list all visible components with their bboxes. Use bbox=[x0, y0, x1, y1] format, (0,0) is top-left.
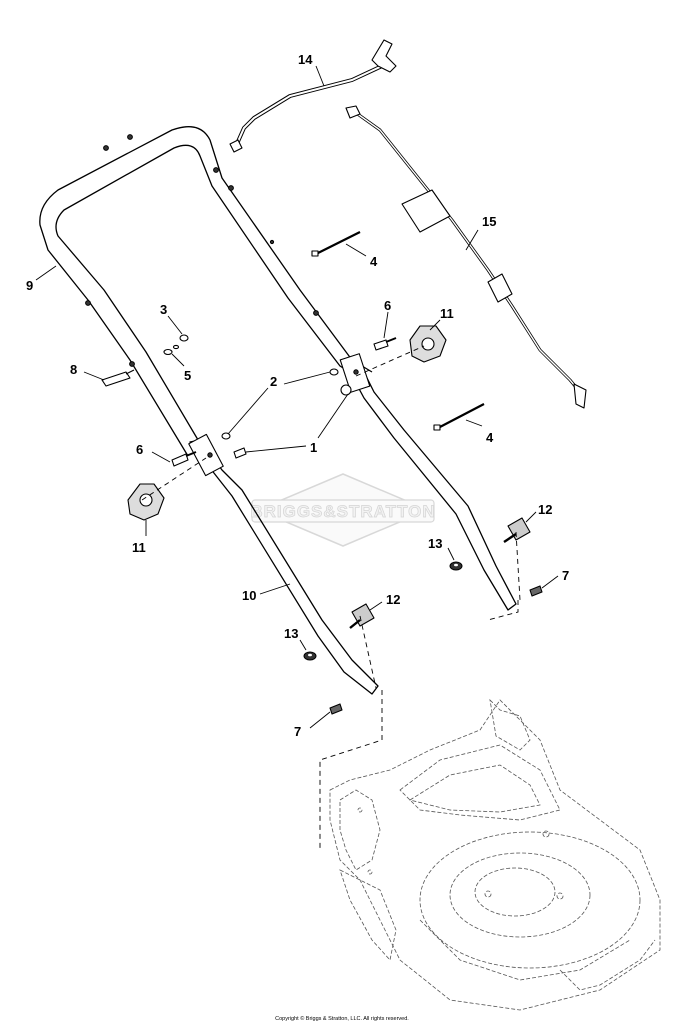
callout-7-right: 7 bbox=[562, 568, 569, 583]
callout-14: 14 bbox=[298, 52, 313, 67]
control-cable bbox=[345, 105, 587, 409]
washer-part-13-left bbox=[303, 651, 317, 661]
bolt-part-1-right bbox=[340, 384, 352, 396]
callout-6-right: 6 bbox=[384, 298, 391, 313]
callout-10: 10 bbox=[242, 588, 256, 603]
watermark-text: BRIGGS&STRATTON bbox=[250, 502, 435, 521]
screw-part-7-left bbox=[329, 703, 343, 715]
callout-4-lower: 4 bbox=[486, 430, 494, 445]
assembly-lines bbox=[141, 345, 521, 850]
callout-3: 3 bbox=[160, 302, 167, 317]
upper-handle bbox=[39, 126, 373, 457]
callout-13-left: 13 bbox=[284, 626, 298, 641]
nut-part-3 bbox=[179, 334, 189, 342]
callout-15: 15 bbox=[482, 214, 496, 229]
bolt-part-6-right bbox=[373, 337, 397, 351]
washer-part-13-right bbox=[449, 561, 463, 571]
callout-6-left: 6 bbox=[136, 442, 143, 457]
callout-11-right: 11 bbox=[440, 306, 454, 321]
knob-part-11-left bbox=[127, 483, 165, 521]
callout-1: 1 bbox=[310, 440, 317, 455]
bail-control bbox=[229, 39, 397, 153]
callout-13-right: 13 bbox=[428, 536, 442, 551]
callout-8: 8 bbox=[70, 362, 77, 377]
lower-handle-left bbox=[188, 433, 379, 695]
screw-part-7-right bbox=[529, 585, 543, 597]
knob-part-11-right bbox=[409, 325, 447, 363]
callout-5: 5 bbox=[184, 368, 191, 383]
mower-deck bbox=[329, 698, 661, 1011]
callout-12-left: 12 bbox=[386, 592, 400, 607]
bolt-part-8 bbox=[101, 369, 135, 387]
knob-part-12-right bbox=[503, 517, 531, 543]
washer-part-5 bbox=[163, 344, 180, 356]
callout-2: 2 bbox=[270, 374, 277, 389]
cable-tie-lower bbox=[433, 403, 485, 431]
lower-handle-right bbox=[339, 353, 517, 611]
callout-12-right: 12 bbox=[538, 502, 552, 517]
bolt-part-6-left bbox=[171, 451, 197, 467]
knob-part-12-left bbox=[349, 603, 375, 629]
callout-7-left: 7 bbox=[294, 724, 301, 739]
leader-lines bbox=[35, 65, 559, 729]
callout-4-upper: 4 bbox=[370, 254, 378, 269]
callout-11-left: 11 bbox=[132, 540, 146, 555]
cable-tie-upper bbox=[311, 231, 361, 257]
callouts: 14 15 9 4 3 5 8 6 11 2 1 6 4 11 12 13 7 … bbox=[26, 52, 569, 739]
watermark-logo: BRIGGS&STRATTON bbox=[250, 473, 435, 547]
copyright-text: Copyright © Briggs & Stratton, LLC. All … bbox=[275, 1015, 409, 1022]
callout-9: 9 bbox=[26, 278, 33, 293]
washer-part-2-left bbox=[221, 432, 231, 440]
washer-part-2-right bbox=[329, 368, 339, 376]
bolt-part-1-left bbox=[233, 447, 247, 459]
